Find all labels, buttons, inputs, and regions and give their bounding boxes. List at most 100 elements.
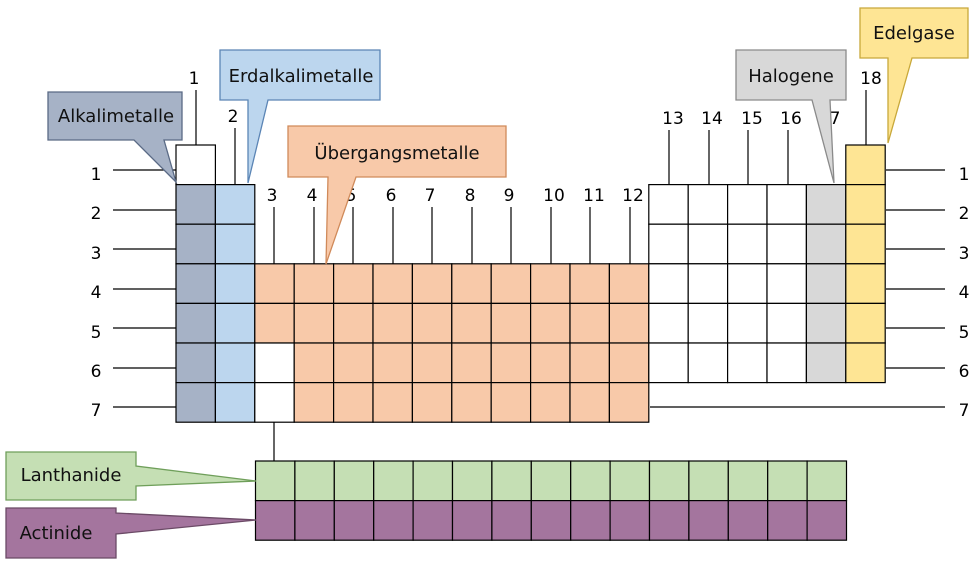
lanthanide-cell-10 <box>609 460 651 502</box>
callout-edelgase: Edelgase <box>859 7 969 144</box>
lanthanide-cell-1 <box>254 460 296 502</box>
group-number-7: 7 <box>425 186 436 206</box>
group-number-5: 5 <box>346 186 357 206</box>
element-cell-p7-g6 <box>372 382 414 423</box>
actinide-cell-1 <box>254 500 296 541</box>
lanthanide-cell-9 <box>570 460 611 502</box>
element-cell-p4-g11 <box>569 263 611 304</box>
element-cell-p3-g17 <box>805 223 847 265</box>
actinide-cell-2 <box>294 500 335 541</box>
element-cell-p7-g7 <box>411 382 453 423</box>
callout-lanthanide-shape <box>5 451 257 501</box>
element-cell-p6-g14 <box>687 342 729 384</box>
element-cell-p6-g2 <box>214 342 256 384</box>
actinide-cell-6 <box>451 500 493 541</box>
callout-lanthanide: Lanthanide <box>5 451 257 501</box>
group-number-12: 12 <box>622 186 644 206</box>
callout-erdalkalimetalle-label: Erdalkalimetalle <box>229 66 374 87</box>
period-number-left-3: 3 <box>91 244 102 264</box>
element-cell-p4-g12 <box>608 263 650 304</box>
group-number-10: 10 <box>543 186 565 206</box>
element-cell-p6-g9 <box>490 342 532 384</box>
group-lines <box>195 90 867 461</box>
group-number-14: 14 <box>701 109 723 129</box>
element-cell-p4-g3 <box>254 263 295 304</box>
element-cell-p6-g17 <box>805 342 847 384</box>
element-cell-p7-g5 <box>333 382 374 423</box>
callout-halogene: Halogene <box>735 49 847 184</box>
f-block-grid <box>254 460 848 541</box>
group-number-15: 15 <box>741 109 763 129</box>
element-cell-p6-g12 <box>608 342 650 384</box>
group-number-13: 13 <box>662 109 684 129</box>
lanthanide-cell-12 <box>688 460 729 502</box>
lanthanide-cell-5 <box>412 460 454 502</box>
period-number-left-6: 6 <box>91 362 102 382</box>
element-cell-p3-g15 <box>726 223 768 265</box>
element-cell-p5-g7 <box>411 302 453 344</box>
period-number-left-2: 2 <box>91 204 102 224</box>
lanthanide-cell-3 <box>333 460 375 502</box>
element-cell-p4-g6 <box>372 263 414 304</box>
actinide-cell-5 <box>412 500 454 541</box>
period-number-right-5: 5 <box>959 323 970 343</box>
element-cell-p7-g8 <box>451 382 492 423</box>
group-number-3: 3 <box>267 186 278 206</box>
element-cell-p3-g1 <box>175 223 217 265</box>
callout-erdalkalimetalle-shape <box>219 49 381 184</box>
element-cell-p6-g16 <box>766 342 808 384</box>
element-cell-p5-g5 <box>333 302 374 344</box>
callout-alkalimetalle-label: Alkalimetalle <box>58 106 174 127</box>
actinide-cell-7 <box>491 500 532 541</box>
element-cell-p4-g18 <box>845 263 886 304</box>
element-cell-p7-g12 <box>608 382 650 423</box>
element-cell-p5-g11 <box>569 302 611 344</box>
element-cell-p7-g9 <box>490 382 532 423</box>
element-cell-p4-g1 <box>175 263 217 304</box>
element-cell-p6-g7 <box>411 342 453 384</box>
period-number-right-7: 7 <box>959 401 970 421</box>
lanthanide-cell-11 <box>648 460 690 502</box>
element-cell-p6-g3 <box>254 342 295 384</box>
element-cell-p4-g4 <box>293 263 335 304</box>
element-cell-p5-g8 <box>451 302 492 344</box>
period-number-left-5: 5 <box>91 323 102 343</box>
element-cell-p5-g2 <box>214 302 256 344</box>
group-number-9: 9 <box>504 186 515 206</box>
lanthanide-cell-8 <box>530 460 572 502</box>
element-cell-p7-g4 <box>293 382 335 423</box>
element-cell-p6-g8 <box>451 342 492 384</box>
callout-alkalimetalle: Alkalimetalle <box>47 91 183 185</box>
period-number-right-3: 3 <box>959 244 970 264</box>
actinide-cell-14 <box>767 500 808 541</box>
element-cell-p4-g2 <box>214 263 256 304</box>
element-cell-p5-g9 <box>490 302 532 344</box>
callout-actinide-shape <box>5 507 257 559</box>
element-cell-p3-g13 <box>648 223 689 265</box>
callout-edelgase-shape <box>859 7 969 144</box>
period-number-right-6: 6 <box>959 362 970 382</box>
element-cell-p5-g17 <box>805 302 847 344</box>
element-cell-p5-g3 <box>254 302 295 344</box>
element-cell-p5-g14 <box>687 302 729 344</box>
element-cell-p6-g1 <box>175 342 217 384</box>
element-cell-p3-g2 <box>214 223 256 265</box>
lanthanide-cell-14 <box>767 460 808 502</box>
callout-halogene-shape <box>735 49 847 184</box>
element-cell-p4-g10 <box>529 263 571 304</box>
element-cell-p4-g17 <box>805 263 847 304</box>
lanthanide-cell-4 <box>373 460 414 502</box>
group-number-17: 7 <box>830 109 841 129</box>
callout-actinide-label: Actinide <box>20 523 93 544</box>
lanthanide-cell-7 <box>491 460 532 502</box>
element-cell-p5-g18 <box>845 302 886 344</box>
group-number-11: 11 <box>583 186 605 206</box>
period-number-right-1: 1 <box>959 165 970 185</box>
element-cell-p7-g11 <box>569 382 611 423</box>
callout-alkalimetalle-shape <box>47 91 183 185</box>
element-cell-p2-g13 <box>648 184 689 225</box>
actinide-cell-8 <box>530 500 572 541</box>
element-cell-p5-g10 <box>529 302 571 344</box>
